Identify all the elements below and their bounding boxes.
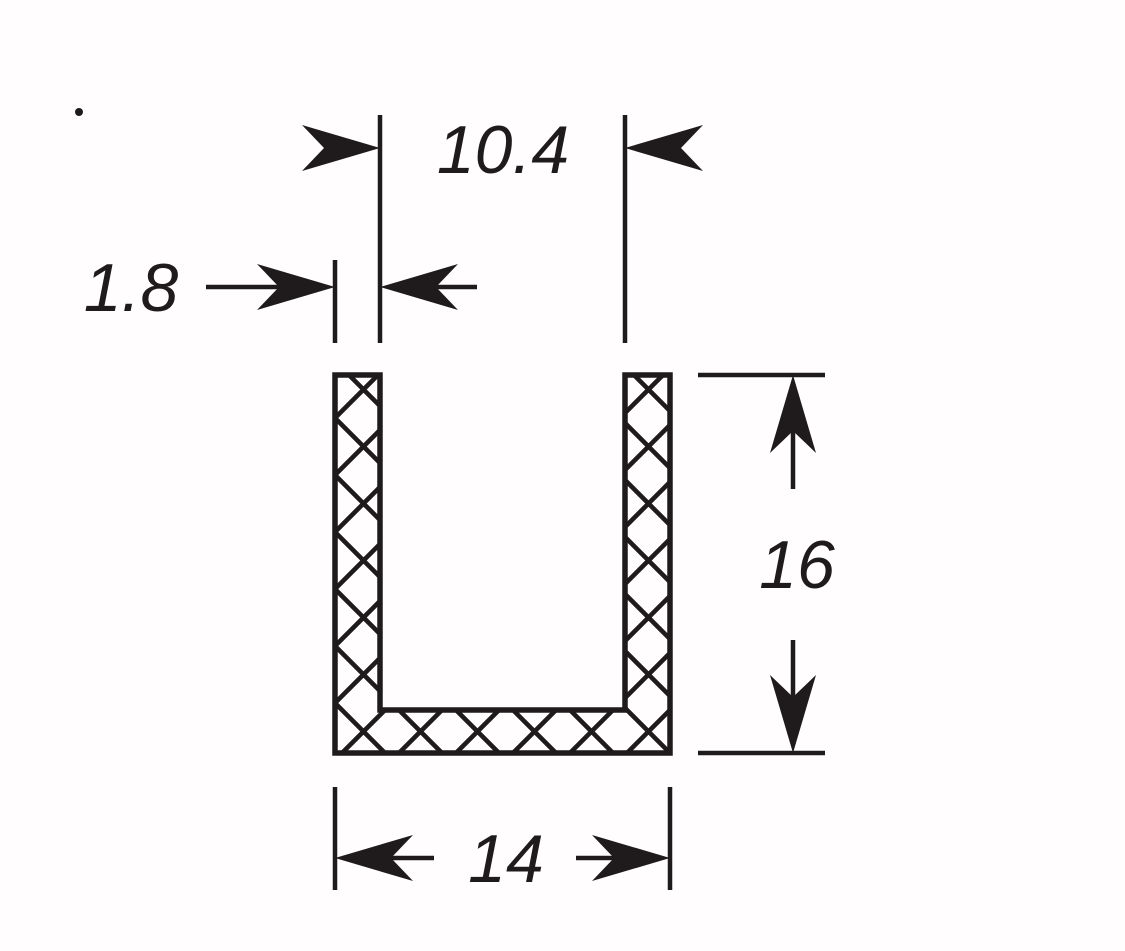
arrowhead-up-icon [770,375,816,453]
dim-height: 16 [698,372,835,756]
arrowhead-left-icon [625,125,703,171]
arrowhead-right-icon [302,125,380,171]
dim-label-wall-thickness: 1.8 [84,250,179,326]
arrowhead-left-icon [380,264,458,310]
dim-outer-width: 14 [332,787,673,897]
arrowhead-down-icon [770,675,816,753]
arrowhead-right-icon [592,835,670,881]
dim-wall-thickness: 1.8 [84,250,477,343]
stray-dot [75,108,83,116]
dim-inner-width: 10.4 [302,112,703,343]
arrowhead-left-icon [335,835,413,881]
dim-label-inner-width: 10.4 [437,112,569,188]
dim-label-height: 16 [759,527,835,603]
dim-label-outer-width: 14 [468,821,544,897]
u-channel-profile [332,372,673,756]
arrowhead-right-icon [257,264,335,310]
